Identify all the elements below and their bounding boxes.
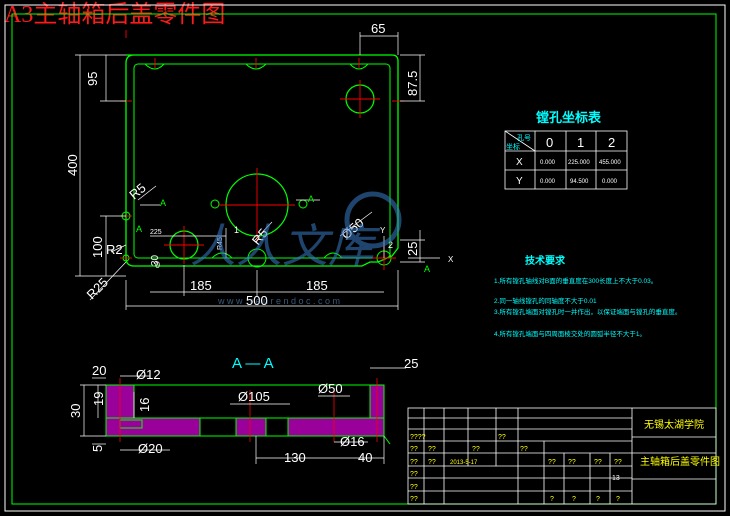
note-3: 3.所有镗孔端面对镗孔时一并作出，以保证端面与镗孔的垂直度。 <box>494 307 681 316</box>
coord-table: 镗孔坐标表 孔号 坐标 0 1 2 X Y 0.000 225.000 455.… <box>504 110 628 190</box>
sec-dim-20: 20 <box>92 363 106 378</box>
coord-corner-bottom: 坐标 <box>506 142 520 151</box>
sec-dim-5: 5 <box>90 445 105 452</box>
tb-part-name: 主轴箱后盖零件图 <box>640 455 720 468</box>
sec-dim-d105: Ø105 <box>238 389 270 404</box>
inner-frame <box>11 13 717 505</box>
dim-400: 400 <box>65 154 80 176</box>
coord-y-0: 0.000 <box>540 179 556 185</box>
coord-y-2: 0.000 <box>602 179 618 185</box>
axis-x: X <box>448 255 454 264</box>
outer-profile <box>125 54 399 267</box>
tb-q-3: ?? <box>428 446 436 453</box>
sec-dim-40: 40 <box>358 450 372 465</box>
sec-dim-25: 25 <box>404 356 418 371</box>
drawing-title: A3主轴箱后盖零件图 <box>4 2 226 28</box>
inner-profile <box>133 63 391 259</box>
sec-dim-d20: Ø20 <box>138 441 163 456</box>
notes-title: 技术要求 <box>525 254 566 267</box>
coord-corner-top: 孔号 <box>517 134 531 142</box>
section-mark-a3: A <box>136 224 142 234</box>
tb-q-15: ? <box>550 496 554 503</box>
tb-q-6: ?? <box>410 459 418 466</box>
dim-500: 500 <box>246 293 268 308</box>
coord-row-y-label: Y <box>516 176 523 187</box>
sec-dim-d50: Ø50 <box>318 381 343 396</box>
watermark: 人人文库 w w w . r e n r e n d o c . c o m <box>190 191 402 306</box>
section-view: A — A <box>68 355 418 465</box>
dim-r5-a: R5 <box>126 180 148 202</box>
tb-date: 2013-5-17 <box>450 460 478 466</box>
section-label: A — A <box>232 355 274 372</box>
tb-q-2: ?? <box>410 446 418 453</box>
tb-school: 无锡太湖学院 <box>644 418 704 431</box>
dim-r45: R45 <box>217 237 224 250</box>
section-mark-a1: A <box>160 198 166 208</box>
coord-x-1: 225.000 <box>568 160 590 166</box>
tb-q-8: ?? <box>548 459 556 466</box>
dim-185-b: 185 <box>306 278 328 293</box>
tb-q-5: ?? <box>520 446 528 453</box>
dim-r25: R25 <box>84 275 111 302</box>
watermark-text: 人人文库 <box>190 221 381 272</box>
tb-q-16: ? <box>572 496 576 503</box>
tb-q-7: ?? <box>428 459 436 466</box>
tb-q-14: ?? <box>410 496 418 503</box>
dim-65: 65 <box>371 21 385 36</box>
tb-q-17: ? <box>596 496 600 503</box>
sec-dim-d16: Ø16 <box>340 434 365 449</box>
dim-r2: R2 <box>106 242 123 257</box>
dim-87-5: 87.5 <box>405 71 420 96</box>
coord-header-0: 0 <box>546 135 553 150</box>
note-1: 1.所有镗孔轴线对B面的垂直度在300长度上不大于0.03。 <box>494 276 657 285</box>
coord-header-1: 1 <box>577 135 584 150</box>
axis-y: Y <box>380 226 386 235</box>
note-2: 2.同一轴线镗孔的同轴度不大于0.01 <box>494 296 597 305</box>
coord-x-2: 455.000 <box>599 160 621 166</box>
tb-q-11: ?? <box>614 459 622 466</box>
sec-dim-130: 130 <box>284 450 306 465</box>
dim-225: 225 <box>150 229 162 236</box>
coord-header-2: 2 <box>608 135 615 150</box>
note-4: 4.所有镗孔端面与四周面棱交处的圆弧半径不大于1。 <box>494 329 646 338</box>
sec-dim-d12: Ø12 <box>136 367 161 382</box>
tech-notes: 技术要求 1.所有镗孔轴线对B面的垂直度在300长度上不大于0.03。 2.同一… <box>494 254 681 338</box>
section-mark-a4: A <box>424 264 430 274</box>
bore-label-2: 2 <box>388 240 393 250</box>
dim-100: 100 <box>90 236 105 258</box>
section-mark-a2: A <box>308 194 314 204</box>
coord-table-title: 镗孔坐标表 <box>535 110 602 125</box>
dim-30: 30 <box>150 254 161 266</box>
watermark-url: w w w . r e n r e n d o c . c o m <box>217 296 340 306</box>
outer-frame <box>4 4 726 512</box>
tb-q-0: ???? <box>410 434 426 441</box>
tb-sheet: 13 <box>612 475 620 482</box>
sec-dim-30: 30 <box>68 404 83 418</box>
dim-25: 25 <box>405 242 420 256</box>
bore-label-0: 0 <box>155 260 160 270</box>
bore-label-1: 1 <box>234 225 239 235</box>
coord-y-1: 94.500 <box>570 179 589 185</box>
tb-q-18: ? <box>616 496 620 503</box>
tb-q-4: ?? <box>472 446 480 453</box>
coord-x-0: 0.000 <box>540 160 556 166</box>
dim-95: 95 <box>85 72 100 86</box>
tb-q-12: ?? <box>410 471 418 478</box>
tb-q-1: ?? <box>498 434 506 441</box>
sec-dim-16: 16 <box>137 398 152 412</box>
title-block: ???? ?? ?? ?? ?? ?? ?? ?? 2013-5-17 ?? ?… <box>407 407 720 505</box>
tb-q-10: ?? <box>594 459 602 466</box>
tb-q-9: ?? <box>568 459 576 466</box>
sec-dim-19: 19 <box>91 392 106 406</box>
coord-row-x-label: X <box>516 157 523 168</box>
dim-185-a: 185 <box>190 278 212 293</box>
tb-q-13: ?? <box>410 484 418 491</box>
